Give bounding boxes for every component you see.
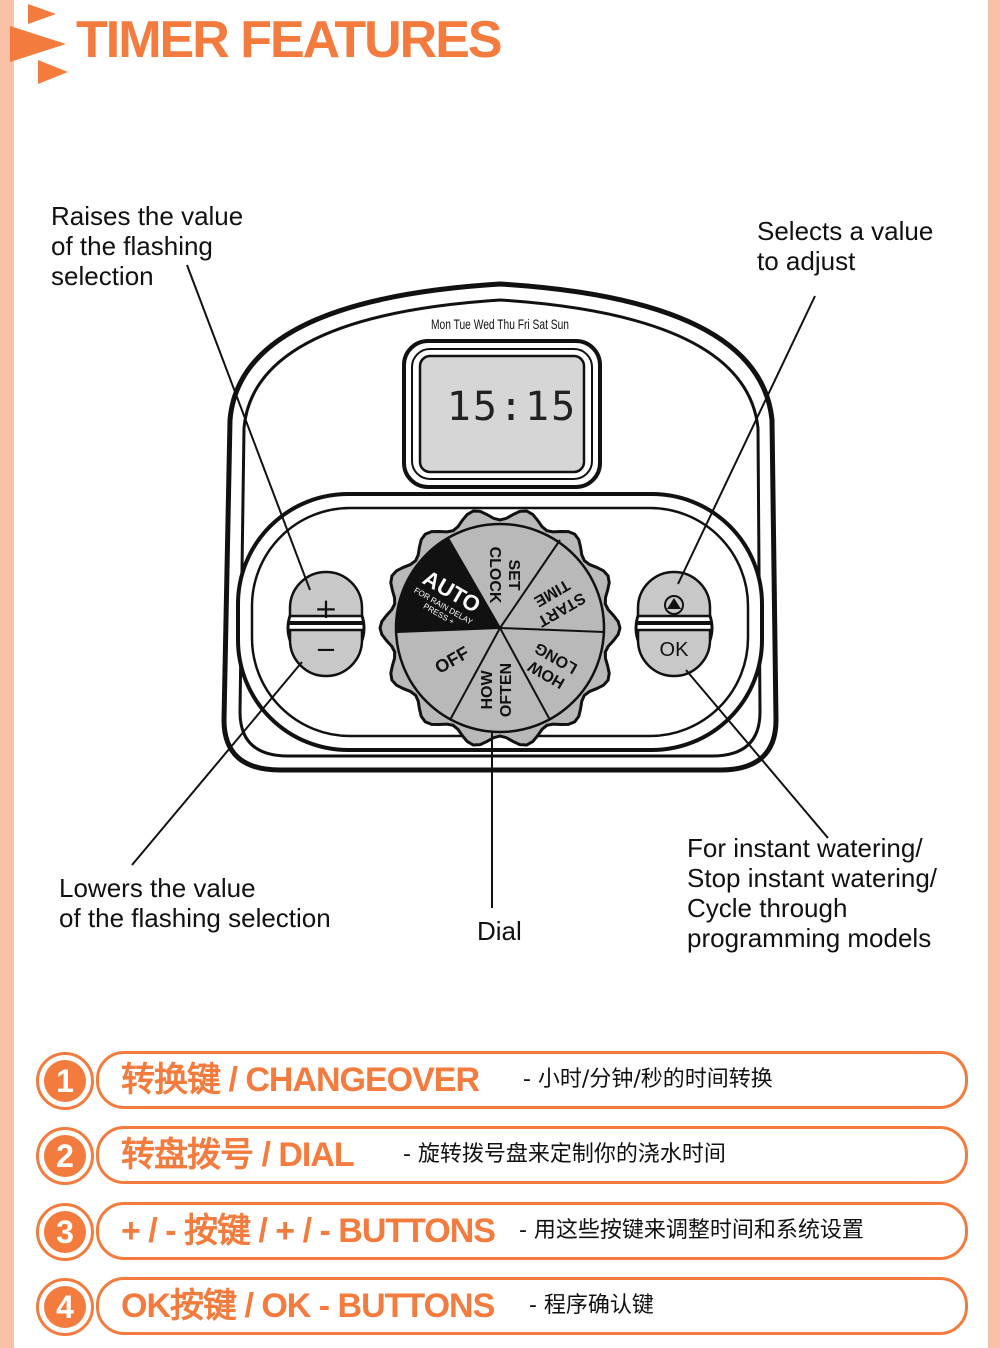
feature-row-ok: 4 OK按键 / OK - BUTTONS - 程序确认键	[36, 1277, 968, 1336]
feature-row-plus-minus: 3 + / - 按键 / + / - BUTTONS - 用这些按键来调整时间和…	[36, 1202, 968, 1261]
program-dial[interactable]: SET CLOCK START TIME HOW LONG HOW OFTEN …	[378, 509, 622, 747]
feature-description: - 小时/分钟/秒的时间转换	[523, 1067, 773, 1092]
right-frame-border	[988, 0, 1000, 1348]
feature-pill: + / - 按键 / + / - BUTTONS - 用这些按键来调整时间和系统…	[96, 1202, 968, 1260]
lcd-screen	[418, 354, 586, 474]
feature-number-badge: 3	[36, 1203, 94, 1261]
left-frame-border	[0, 0, 14, 1348]
callout-lowers: Lowers the value of the flashing selecti…	[59, 873, 331, 933]
timer-diagram: Mon Tue Wed Thu Fri Sat Sun 15:15 + − OK	[131, 264, 829, 908]
feature-title: 转换键 / CHANGEOVER	[121, 1061, 480, 1099]
plus-symbol: +	[314, 592, 337, 625]
leader-line-lowers	[131, 661, 303, 866]
minus-symbol: −	[315, 635, 337, 665]
feature-title: OK按键 / OK - BUTTONS	[121, 1287, 495, 1325]
feature-pill: 转盘拨号 / DIAL - 旋转拨号盘来定制你的浇水时间	[96, 1126, 968, 1184]
dial-label-often: OFTEN	[498, 663, 515, 717]
page-title: TIMER FEATURES	[76, 11, 503, 69]
callout-instant: For instant watering/ Stop instant water…	[687, 833, 938, 953]
callout-raises: Raises the value of the flashing selecti…	[51, 201, 244, 291]
feature-number-badge: 1	[36, 1052, 94, 1110]
feature-number-badge: 4	[36, 1278, 94, 1336]
callout-selects: Selects a value to adjust	[757, 216, 934, 276]
feature-row-dial: 2 转盘拨号 / DIAL - 旋转拨号盘来定制你的浇水时间	[36, 1126, 968, 1185]
dial-label-set: SET	[505, 559, 522, 590]
feature-pill: OK按键 / OK - BUTTONS - 程序确认键	[96, 1277, 968, 1335]
dial-label-clock: CLOCK	[486, 547, 503, 604]
feature-row-changeover: 1 转换键 / CHANGEOVER - 小时/分钟/秒的时间转换	[36, 1051, 968, 1110]
dial-label-how-often: HOW	[479, 670, 496, 710]
feature-description: - 用这些按键来调整时间和系统设置	[519, 1218, 864, 1243]
leader-line-selects	[677, 295, 816, 585]
feature-title: + / - 按键 / + / - BUTTONS	[121, 1212, 496, 1250]
ok-label: OK	[660, 639, 690, 661]
leader-line-raises	[186, 264, 311, 591]
weekday-label: Mon Tue Wed Thu Fri Sat Sun	[431, 316, 569, 332]
dial-auto-segment	[396, 538, 500, 632]
feature-description: - 程序确认键	[529, 1293, 654, 1318]
header-arrows-icon	[10, 4, 68, 84]
callout-dial: Dial	[477, 916, 522, 946]
plus-minus-button[interactable]: + −	[286, 570, 366, 678]
feature-title: 转盘拨号 / DIAL	[121, 1136, 355, 1174]
leader-line-instant	[685, 669, 829, 839]
up-triangle-icon	[664, 595, 684, 615]
feature-number-badge: 2	[36, 1127, 94, 1185]
ok-select-button[interactable]: OK	[634, 570, 714, 678]
timer-housing-inner	[238, 298, 762, 758]
feature-description: - 旋转拨号盘来定制你的浇水时间	[403, 1142, 726, 1167]
feature-pill: 转换键 / CHANGEOVER - 小时/分钟/秒的时间转换	[96, 1051, 968, 1109]
lcd-time-display: 15:15	[447, 384, 577, 430]
